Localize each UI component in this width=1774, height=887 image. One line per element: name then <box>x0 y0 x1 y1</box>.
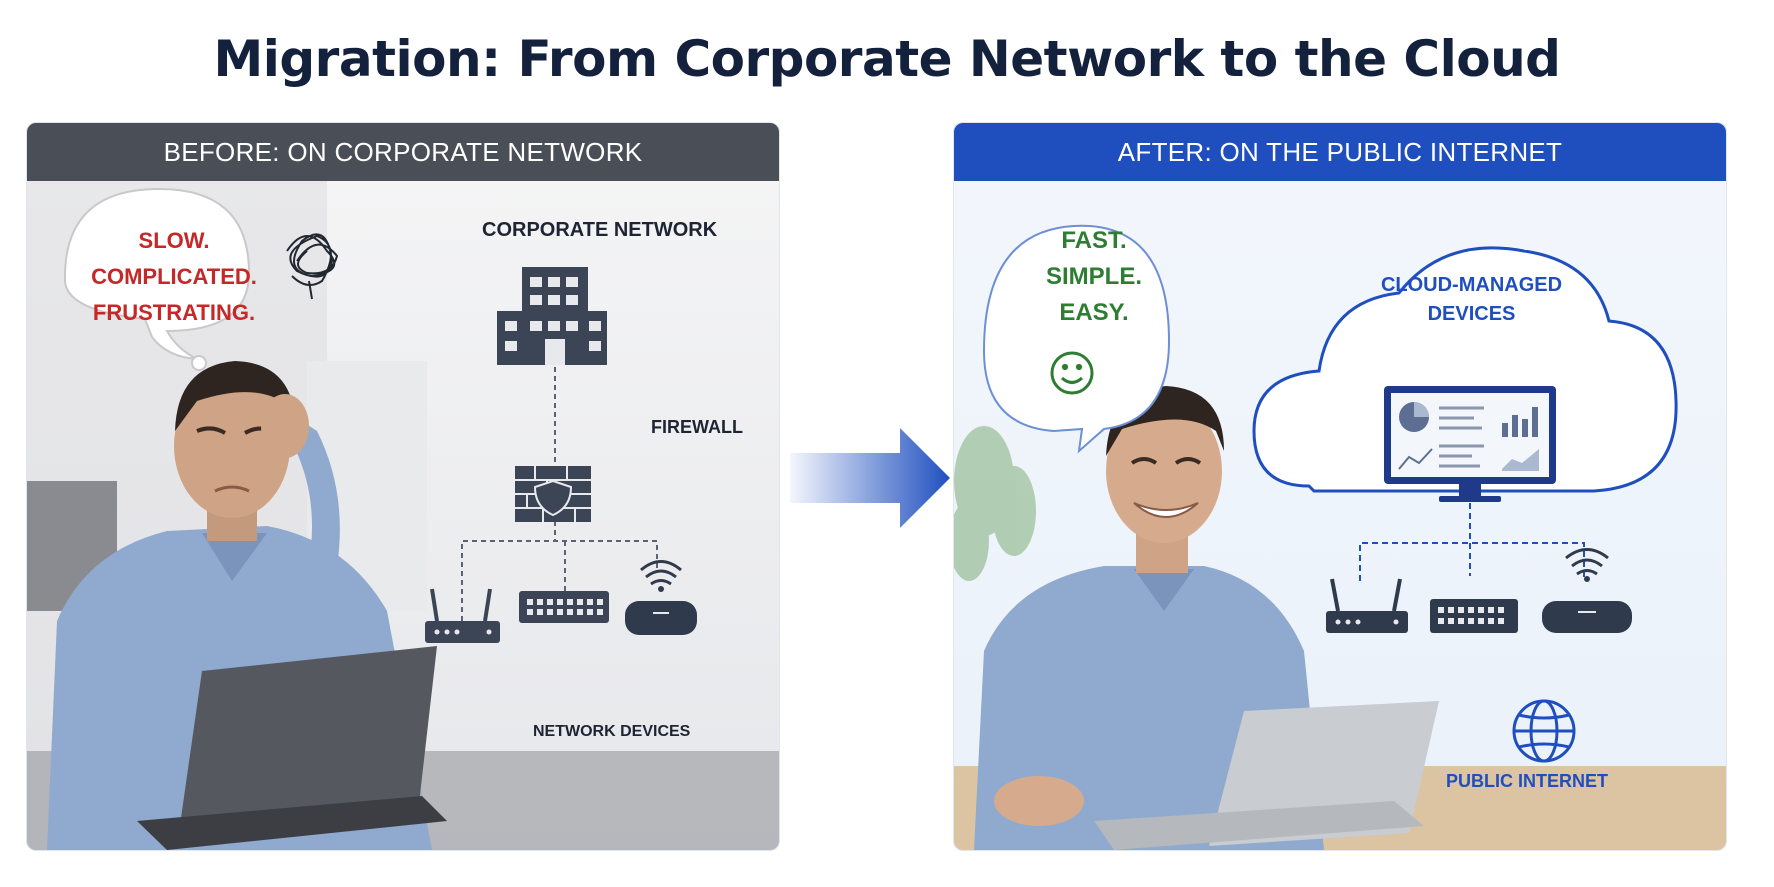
frustration-bubble-text: SLOW. COMPLICATED. FRUSTRATING. <box>69 223 279 331</box>
public-internet-label: PUBLIC INTERNET <box>1446 771 1608 791</box>
globe-icon <box>1512 699 1576 763</box>
cloud-managed-devices-label: CLOUD-MANAGED DEVICES <box>1334 271 1609 329</box>
access-point-icon <box>1542 548 1632 633</box>
after-panel: AFTER: ON THE PUBLIC INTERNET <box>953 122 1727 851</box>
switch-icon <box>1430 599 1518 633</box>
plant-icon <box>954 426 1036 581</box>
bubble-line: COMPLICATED. <box>91 264 257 289</box>
thought-bubble <box>63 187 251 371</box>
before-panel: BEFORE: ON CORPORATE NETWORK <box>26 122 780 851</box>
monitor-icon <box>1384 386 1556 502</box>
bubble-line: EASY. <box>1059 299 1129 326</box>
laptop-icon <box>1094 701 1439 850</box>
cloud-connectors <box>1359 503 1585 581</box>
after-scene <box>954 224 1726 850</box>
network-devices-label: NETWORK DEVICES <box>533 723 691 740</box>
laptop-icon <box>137 646 447 850</box>
bubble-line: FRUSTRATING. <box>92 300 256 325</box>
speech-bubble <box>982 224 1171 454</box>
migration-arrow-icon <box>790 428 950 528</box>
cloud-label-line: CLOUD-MANAGED <box>1380 274 1563 296</box>
access-point-icon <box>625 560 697 635</box>
bubble-line: SIMPLE. <box>1045 263 1142 290</box>
after-panel-header: AFTER: ON THE PUBLIC INTERNET <box>954 123 1726 181</box>
scribble-icon <box>286 233 339 300</box>
happy-bubble-text: FAST. SIMPLE. EASY. <box>1014 223 1174 331</box>
smiley-icon <box>1050 351 1094 395</box>
switch-icon <box>519 591 609 623</box>
network-connectors <box>461 367 658 621</box>
bubble-line: SLOW. <box>138 228 210 253</box>
firewall-label: FIREWALL <box>651 417 743 437</box>
cloud-icon <box>1252 246 1678 493</box>
router-icon <box>425 588 500 643</box>
bubble-line: FAST. <box>1061 227 1127 254</box>
cloud-label-line: DEVICES <box>1427 303 1516 325</box>
firewall-icon <box>515 466 591 522</box>
page-title: Migration: From Corporate Network to the… <box>213 30 1561 88</box>
router-icon <box>1326 578 1408 633</box>
before-scene <box>27 181 779 850</box>
corporate-network-label: CORPORATE NETWORK <box>482 219 718 241</box>
before-panel-header: BEFORE: ON CORPORATE NETWORK <box>27 123 779 181</box>
